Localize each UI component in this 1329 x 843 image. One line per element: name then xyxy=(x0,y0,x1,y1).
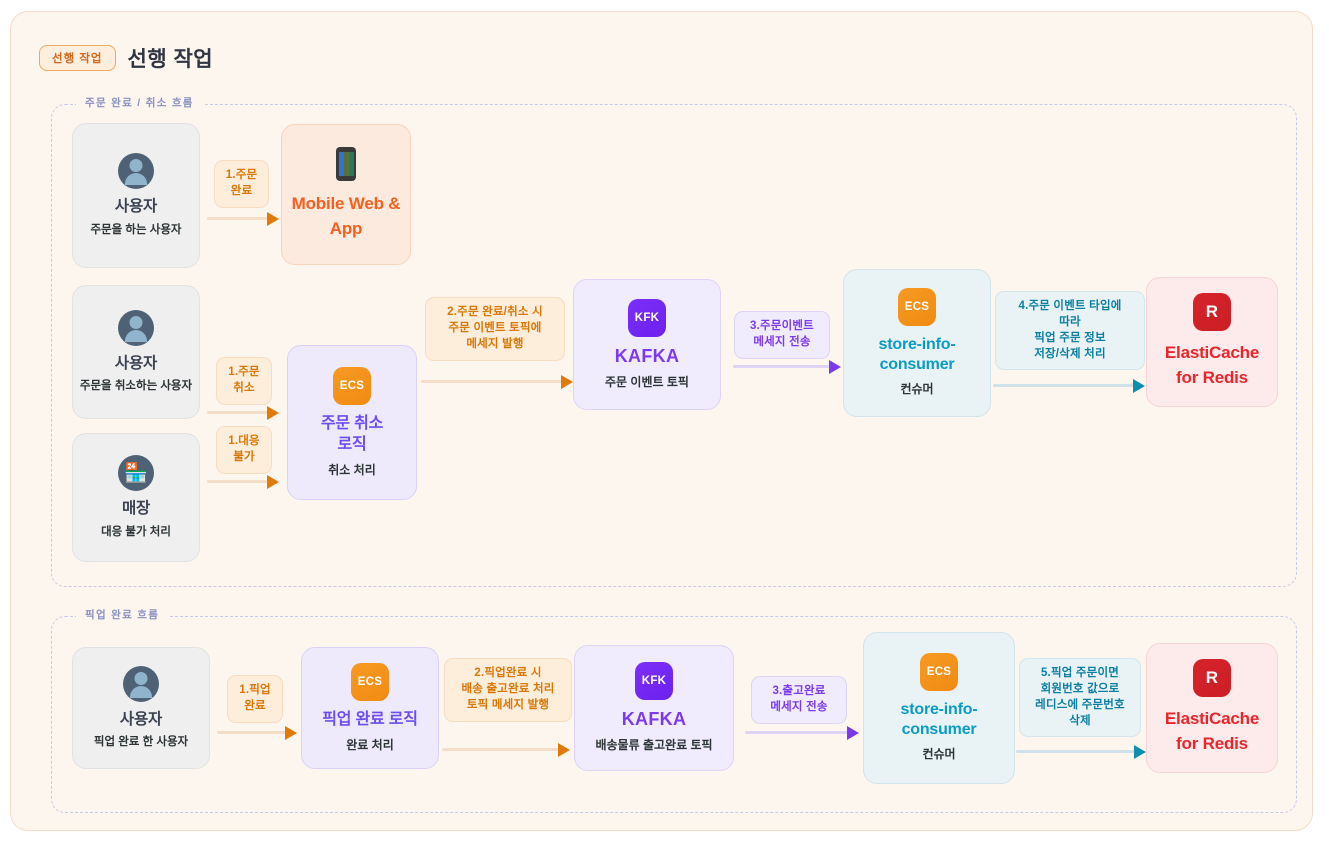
arrow-userpickup-to-logic xyxy=(217,725,297,740)
node-title: ElastiCache for Redis xyxy=(1164,709,1260,753)
arrow-head xyxy=(558,742,570,757)
node-title: 픽업 완료 로직 xyxy=(322,710,418,728)
node-title: store-info- consumer xyxy=(900,701,978,739)
node-title: 사용자 xyxy=(114,354,158,372)
diagram-card: 선행 작업 선행 작업 주문 완료 / 취소 흐름 사용자 주문을 하는 사용자… xyxy=(10,11,1313,831)
node-cancel-logic[interactable]: ECS 주문 취소 로직 취소 처리 xyxy=(287,345,417,500)
section-order-flow: 주문 완료 / 취소 흐름 xyxy=(51,95,1297,587)
section-label-pickup: 픽업 완료 흐름 xyxy=(76,607,169,622)
node-title: KAFKA xyxy=(614,345,680,366)
edge-label-store-delete-pickup: 4.주문 이벤트 타입에 따라 픽업 주문 정보 저장/삭제 처리 xyxy=(995,291,1145,371)
node-subtitle: 배송물류 출고완료 토픽 xyxy=(595,738,713,753)
edge-label-order-complete: 1.주문 완료 xyxy=(214,160,269,208)
arrow-head xyxy=(561,374,573,389)
node-elasticache-redis-pickup[interactable]: R ElastiCache for Redis xyxy=(1146,643,1278,773)
kafka-icon: KFK xyxy=(635,662,673,701)
edge-label-delete-order-number: 5.픽업 주문이면 회원번호 값으로 레디스에 주문번호 삭제 xyxy=(1019,658,1141,738)
edge-label-order-cancel: 1.주문 취소 xyxy=(216,357,272,405)
node-elasticache-redis-order[interactable]: R ElastiCache for Redis xyxy=(1146,277,1278,407)
node-title: 매장 xyxy=(121,500,151,518)
redis-icon: R xyxy=(1193,659,1231,698)
section-label-order: 주문 완료 / 취소 흐름 xyxy=(76,95,203,110)
arrow-head xyxy=(267,474,279,489)
arrow-line xyxy=(207,217,268,220)
arrow-line xyxy=(993,384,1134,387)
node-user-pickup[interactable]: 사용자 픽업 완료 한 사용자 xyxy=(72,647,210,769)
kafka-icon: KFK xyxy=(628,298,666,337)
page-title: 선행 작업 xyxy=(127,48,214,71)
status-badge: 선행 작업 xyxy=(39,45,116,71)
node-mobile-web-app[interactable]: Mobile Web & App xyxy=(281,124,411,265)
node-title: ElastiCache for Redis xyxy=(1164,343,1260,387)
node-user-order[interactable]: 사용자 주문을 하는 사용자 xyxy=(72,123,200,268)
arrow-store-to-logic xyxy=(207,474,279,489)
arrow-head xyxy=(285,725,297,740)
node-title: Mobile Web & App xyxy=(291,194,401,238)
ecs-icon: ECS xyxy=(351,662,389,701)
node-subtitle: 컨슈머 xyxy=(900,382,934,397)
node-store-info-consumer-order[interactable]: ECS store-info- consumer 컨슈머 xyxy=(843,269,991,417)
arrow-line xyxy=(207,480,268,483)
ecs-icon: ECS xyxy=(920,653,958,692)
node-title: 사용자 xyxy=(114,198,158,216)
node-title: KAFKA xyxy=(621,709,687,730)
node-user-cancel[interactable]: 사용자 주문을 취소하는 사용자 xyxy=(72,285,200,419)
node-subtitle: 주문을 하는 사용자 xyxy=(90,223,182,236)
arrow-line xyxy=(217,731,286,734)
arrow-logic-to-kafka xyxy=(421,374,573,389)
node-subtitle: 취소 처리 xyxy=(328,462,376,477)
edge-label-order-event-send: 3.주문이벤트 메세지 전송 xyxy=(734,311,830,359)
arrow-head xyxy=(1134,744,1146,759)
mobile-phone-icon xyxy=(336,147,356,182)
edge-label-publish-order-event: 2.주문 완료/취소 시 주문 이벤트 토픽에 메세지 발행 xyxy=(425,297,565,361)
arrow-consumer-to-redis xyxy=(993,378,1145,393)
arrow-head xyxy=(1133,378,1145,393)
node-kafka-shipping[interactable]: KFK KAFKA 배송물류 출고완료 토픽 xyxy=(574,645,734,771)
store-icon: 🏪 xyxy=(118,455,154,492)
arrow-line xyxy=(421,380,562,383)
edge-label-publish-shipping-topic: 2.픽업완료 시 배송 출고완료 처리 토픽 메세지 발행 xyxy=(444,658,572,722)
node-store-info-consumer-pickup[interactable]: ECS store-info- consumer 컨슈머 xyxy=(863,632,1015,784)
edge-label-pickup-complete: 1.픽업 완료 xyxy=(227,675,283,723)
user-avatar-icon xyxy=(118,153,154,190)
node-subtitle: 주문 이벤트 토픽 xyxy=(605,374,689,389)
arrow-kafka-to-consumer xyxy=(733,359,841,374)
arrow-head xyxy=(267,405,279,420)
node-subtitle: 컨슈머 xyxy=(922,747,956,762)
node-subtitle: 대응 불가 처리 xyxy=(101,525,171,538)
arrow-consumer-to-redis-pickup xyxy=(1016,744,1146,759)
ecs-icon: ECS xyxy=(333,366,371,405)
node-pickup-logic[interactable]: ECS 픽업 완료 로직 완료 처리 xyxy=(301,647,439,769)
node-subtitle: 픽업 완료 한 사용자 xyxy=(93,736,189,749)
arrow-head xyxy=(847,725,859,740)
arrow-line xyxy=(733,365,830,368)
arrow-head xyxy=(829,359,841,374)
edge-label-unavailable: 1.대응 불가 xyxy=(216,426,272,474)
arrow-usercancel-to-logic xyxy=(207,405,279,420)
redis-icon: R xyxy=(1193,293,1231,332)
arrow-head xyxy=(267,211,279,226)
node-title: 주문 취소 로직 xyxy=(320,414,384,453)
node-title: store-info- consumer xyxy=(878,336,956,374)
arrow-line xyxy=(1016,750,1135,753)
ecs-icon: ECS xyxy=(898,288,936,327)
node-subtitle: 주문을 취소하는 사용자 xyxy=(79,380,193,393)
node-title: 사용자 xyxy=(119,710,163,728)
user-avatar-icon xyxy=(123,665,159,702)
page-header: 선행 작업 선행 작업 xyxy=(39,43,213,73)
arrow-line xyxy=(442,748,559,751)
arrow-pickuplogic-to-kafka xyxy=(442,742,570,757)
user-avatar-icon xyxy=(118,309,154,346)
arrow-line xyxy=(745,731,848,734)
section-pickup-flow: 픽업 완료 흐름 xyxy=(51,607,1297,813)
node-store[interactable]: 🏪 매장 대응 불가 처리 xyxy=(72,433,200,562)
arrow-line xyxy=(207,411,268,414)
node-subtitle: 완료 처리 xyxy=(346,737,394,752)
edge-label-shipping-complete-send: 3.출고완료 메세지 전송 xyxy=(751,676,847,724)
node-kafka-order[interactable]: KFK KAFKA 주문 이벤트 토픽 xyxy=(573,279,721,410)
arrow-kafka-to-consumer-pickup xyxy=(745,725,859,740)
arrow-user-to-mobile xyxy=(207,211,279,226)
